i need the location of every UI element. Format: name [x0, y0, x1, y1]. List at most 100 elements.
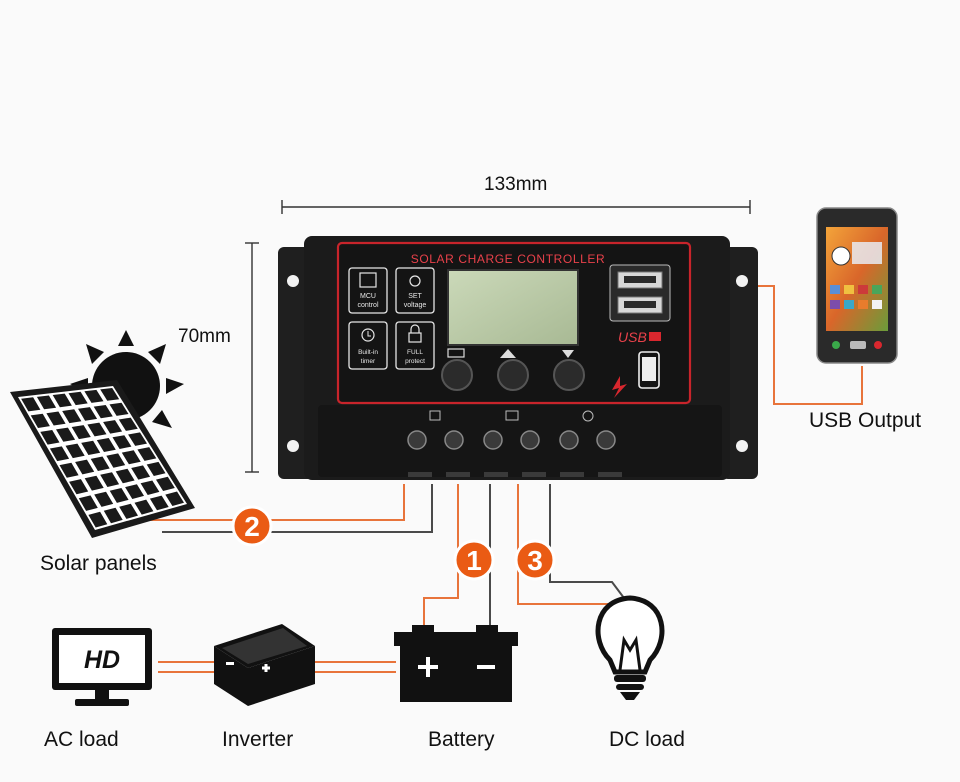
light-bulb-icon [595, 595, 665, 700]
badge-number: 2 [244, 511, 260, 542]
solar-cell [100, 472, 120, 487]
solar-cell [40, 430, 60, 445]
solar-cell [109, 402, 129, 416]
solar-cell [65, 443, 85, 459]
solar-panels-label: Solar panels [40, 552, 157, 575]
solar-charge-controller: MCU control SET voltage Built-in timer F… [278, 236, 758, 480]
plus-symbol [418, 657, 438, 677]
solar-cell [125, 484, 144, 499]
end-button-icon [874, 341, 882, 349]
inverter-icon [214, 624, 315, 706]
solar-cell [112, 435, 132, 449]
feature-line1: SET [408, 293, 422, 300]
solar-cell [103, 420, 123, 434]
call-button-icon [832, 341, 840, 349]
battery-terminal-icon [505, 410, 519, 421]
mounting-hole [736, 440, 748, 452]
solar-cell [49, 446, 70, 462]
solar-cell [78, 495, 98, 511]
solar-cell [87, 422, 107, 437]
battery-label: Battery [428, 728, 495, 751]
solar-cell [88, 511, 108, 528]
usb-indicator [649, 332, 661, 341]
badge-number: 1 [466, 545, 482, 576]
feature-line2: voltage [404, 302, 427, 309]
solar-cell [165, 491, 184, 506]
solar-cell [118, 417, 138, 431]
terminal-screw [444, 430, 464, 450]
solar-cell [96, 438, 116, 452]
connection-badge-2: 2 [231, 505, 273, 547]
solar-cell [100, 388, 120, 401]
plus-symbol [262, 664, 270, 672]
solar-cell [56, 427, 76, 442]
solar-cell [68, 391, 88, 406]
solar-cell [52, 393, 72, 408]
feature-set-voltage: SET voltage [395, 267, 435, 314]
solar-cell [36, 395, 57, 410]
usb-output-label: USB Output [809, 409, 922, 432]
load-terminal-icon [582, 410, 594, 422]
terminal-block [318, 405, 722, 477]
down-button[interactable] [553, 359, 585, 391]
solar-cell [62, 409, 82, 424]
width-dimension-line [281, 200, 751, 214]
lightning-icon [612, 376, 627, 398]
connection-badge-1: 1 [453, 539, 495, 581]
solar-cell [84, 389, 104, 403]
solar-panel-icon [10, 380, 195, 538]
terminal-slots [408, 472, 622, 477]
feature-builtin-timer: Built-in timer [348, 321, 388, 370]
inverter-label: Inverter [222, 728, 294, 751]
lock-icon [408, 324, 422, 343]
solar-cell [90, 456, 110, 471]
feature-line2: control [357, 302, 378, 309]
solar-cell [137, 447, 157, 461]
solar-cell [156, 476, 175, 491]
mounting-hole [287, 275, 299, 287]
height-dimension-label: 70mm [178, 326, 231, 347]
solar-terminal-icon [429, 410, 441, 421]
solar-cell [30, 413, 50, 428]
feature-line1: MCU [360, 293, 376, 300]
solar-cell [146, 461, 166, 476]
menu-button[interactable] [441, 359, 473, 391]
height-dimension-line [245, 242, 259, 473]
badge-number: 3 [527, 545, 543, 576]
clock-widget-icon [831, 246, 851, 266]
up-button-icon [500, 349, 516, 358]
solar-cell [71, 425, 91, 440]
terminal-screw [407, 430, 427, 450]
solar-cell [78, 407, 98, 421]
cpu-icon [359, 272, 377, 288]
menu-button-icon [447, 348, 465, 358]
sun-icon [409, 275, 421, 287]
feature-full-protect: FULL protect [395, 321, 435, 370]
solar-cell [131, 465, 151, 480]
feature-mcu-control: MCU control [348, 267, 388, 314]
minus-symbol [477, 665, 495, 669]
feature-line1: FULL [407, 349, 423, 356]
clock-icon [361, 328, 375, 342]
terminal-screw [596, 430, 616, 450]
solar-cell [46, 411, 66, 426]
smartphone-icon [816, 207, 898, 364]
solar-cell [75, 459, 95, 475]
solar-cell [93, 405, 113, 419]
solar-cell [94, 491, 114, 507]
solar-cell [109, 488, 129, 503]
width-dimension-label: 133mm [484, 174, 548, 195]
solar-cell [21, 397, 41, 412]
down-button-icon [562, 350, 574, 358]
lcd-screen [447, 269, 579, 346]
terminal-screw [520, 430, 540, 450]
usb-ports [609, 264, 671, 322]
feature-line1: Built-in [358, 349, 378, 356]
hd-logo-text: HD [84, 646, 120, 674]
terminal-screw [483, 430, 503, 450]
feature-line2: timer [361, 358, 376, 365]
phone-mini-icon [638, 351, 660, 389]
solar-cell [121, 450, 141, 465]
up-button[interactable] [497, 359, 529, 391]
